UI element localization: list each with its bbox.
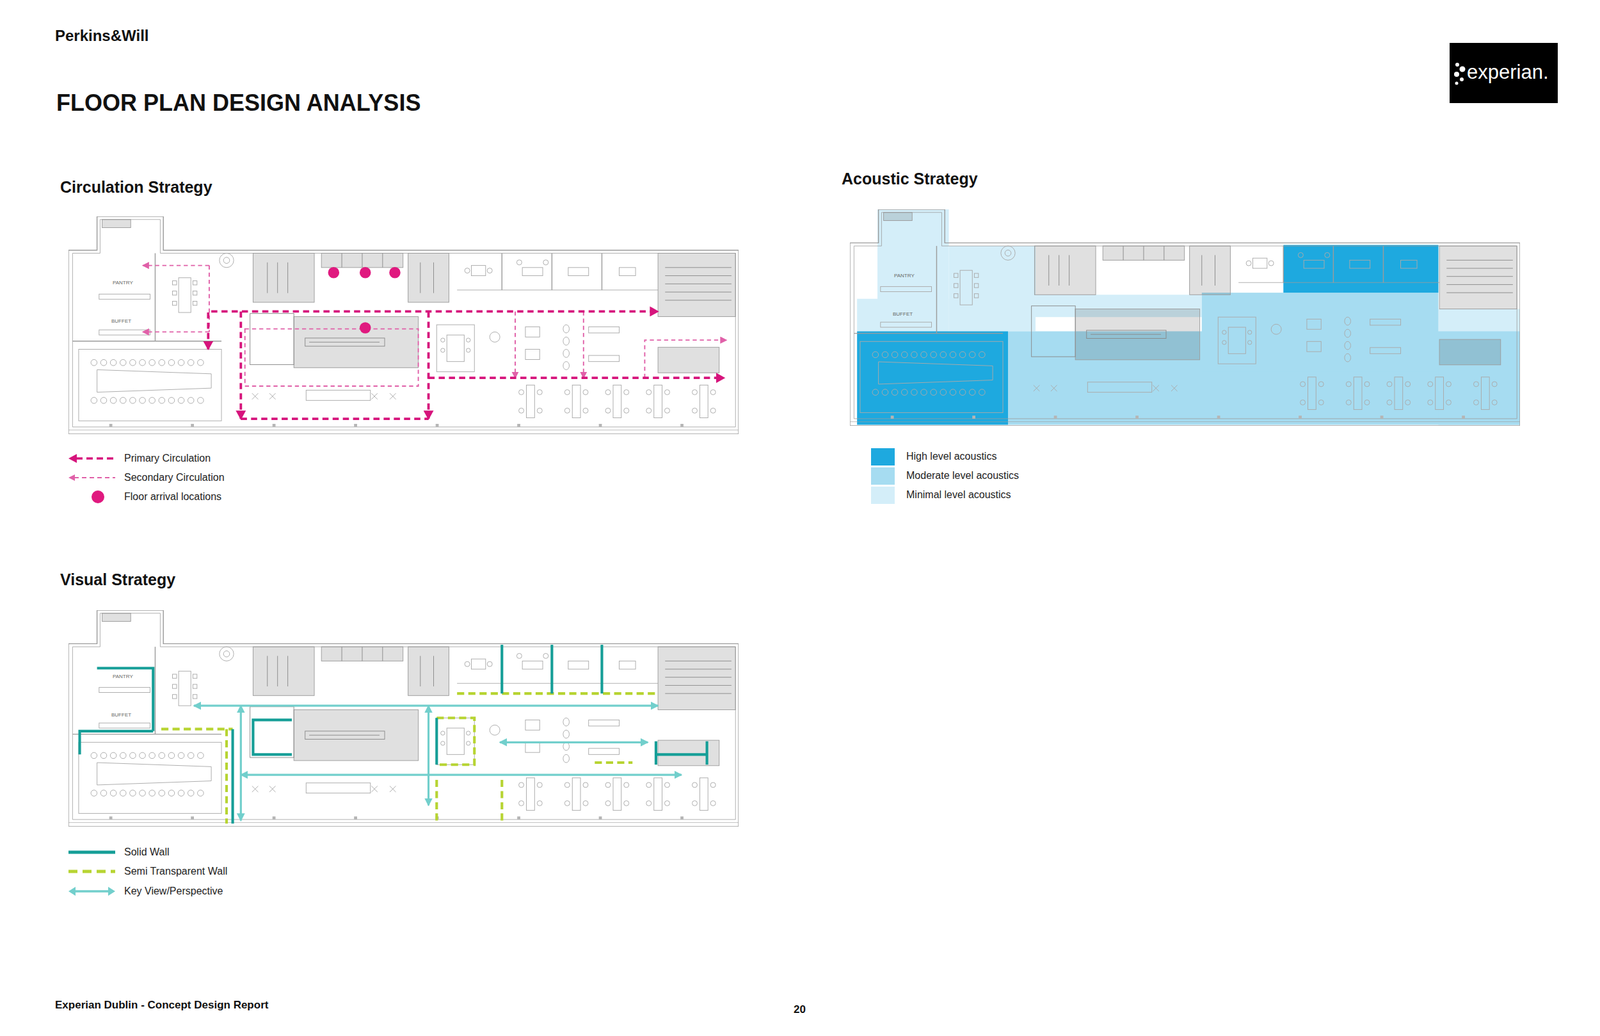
legend-line-sample: [68, 865, 116, 877]
legend-line-sample: [68, 885, 116, 896]
legend-text: Minimal level acoustics: [906, 488, 1012, 502]
footer-text: Experian Dublin - Concept Design Report: [55, 998, 269, 1012]
legend-text: Floor arrival locations: [124, 490, 222, 504]
brand-name: Perkins&Will: [55, 26, 150, 46]
legend-text: High level acoustics: [906, 449, 997, 463]
legend-swatch: [871, 448, 895, 466]
legend-text: Primary Circulation: [124, 451, 211, 465]
legend-line-sample: [68, 488, 116, 505]
legend-swatch: [871, 486, 895, 504]
legend-sample-graphic: [68, 885, 116, 896]
plan-panel: Acoustic Strategy: [849, 209, 1520, 426]
logo-text: experian.: [1466, 60, 1549, 84]
room-label: PANTRY: [894, 272, 915, 280]
page-title: FLOOR PLAN DESIGN ANALYSIS: [56, 88, 421, 117]
legend-sample-graphic: [68, 865, 116, 877]
circulation-plan: [68, 216, 739, 434]
legend-text: Moderate level acoustics: [906, 469, 1019, 482]
plan-panel: Visual Strategy: [68, 609, 739, 827]
room-label: BUFFET: [111, 318, 132, 325]
room-label: BUFFET: [111, 711, 132, 719]
legend-sample-graphic: [68, 488, 116, 505]
section-heading: Circulation Strategy: [60, 177, 213, 197]
legend-text: Key View/Perspective: [124, 884, 223, 898]
logo-box: experian.: [1449, 42, 1558, 104]
plan-panel: Circulation Strategy: [68, 216, 739, 434]
section-heading: Acoustic Strategy: [841, 168, 978, 189]
legend-sample-graphic: [68, 472, 116, 483]
room-label: PANTRY: [112, 279, 134, 287]
legend-line-sample: [68, 453, 116, 464]
room-label: PANTRY: [112, 673, 134, 680]
legend-swatch: [871, 467, 895, 485]
acoustic-plan: [849, 209, 1520, 426]
legend-sample-graphic: [68, 846, 116, 857]
section-heading: Visual Strategy: [60, 569, 176, 589]
legend-line-sample: [68, 846, 116, 857]
legend-text: Secondary Circulation: [124, 471, 225, 484]
visual-plan: [68, 609, 739, 827]
legend-line-sample: [68, 472, 116, 483]
room-label: BUFFET: [892, 311, 913, 318]
legend-text: Solid Wall: [124, 845, 170, 859]
page-number: 20: [793, 1002, 806, 1016]
legend-text: Semi Transparent Wall: [124, 864, 228, 878]
legend-sample-graphic: [68, 453, 116, 464]
